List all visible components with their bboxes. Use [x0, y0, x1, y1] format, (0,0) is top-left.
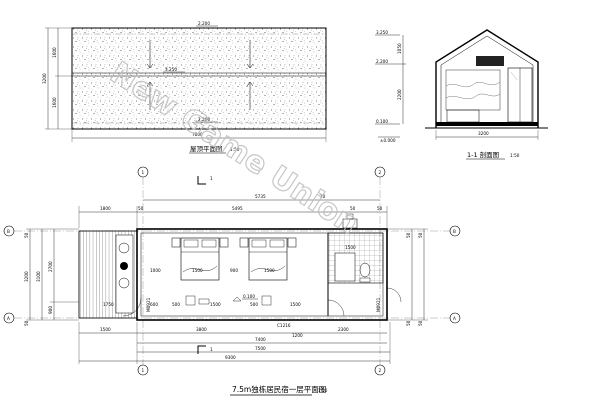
- roof-plan-scale: 1:50: [230, 147, 240, 152]
- inner-dim-0: 1000: [150, 268, 161, 273]
- grid-row-top-left: B: [7, 229, 10, 234]
- section-level-eave: 2.200: [376, 59, 388, 64]
- grid-row-bottom-right: A: [453, 316, 456, 321]
- section-scale: 1:50: [510, 153, 520, 158]
- dim-top-3: 5495: [232, 206, 243, 211]
- dim-bottom-3: 2300: [338, 327, 349, 332]
- floor-level-mark: 0.100: [243, 294, 255, 299]
- dim-right-2: 50: [406, 320, 411, 326]
- roof-outline: [71, 27, 327, 130]
- section-view: 3.250 2.200 0.100 ±0.000 1050 2200 3200 …: [375, 29, 548, 160]
- dim-bottom-1: 3800: [196, 327, 207, 332]
- roof-dim-left-upper: 1600: [52, 47, 57, 58]
- dim-right-3: 50: [418, 320, 423, 326]
- dim-right-0: 50: [406, 232, 411, 238]
- section-outline: [435, 29, 539, 128]
- grid-row-bottom-left: A: [7, 316, 10, 321]
- dim-top-4: 50: [350, 206, 356, 211]
- section-level-floor: 0.100: [376, 119, 388, 124]
- inner-dim-7: 1500: [290, 302, 301, 307]
- door-label-right: M0921: [376, 297, 381, 312]
- section-dim-width: 3200: [478, 131, 489, 136]
- dim-left-1: 50: [24, 232, 29, 238]
- inner-dim-2: 900: [230, 268, 238, 273]
- dim-top-5: 50: [377, 206, 383, 211]
- floor-plan-title: 7.5m独栋居民宿一层平面图: [232, 384, 326, 394]
- floor-plan: 1 2 1 2 B A B A 1 1: [3, 166, 461, 396]
- dim-left-0: 3200: [24, 271, 29, 282]
- roof-dim-total: 7800: [192, 132, 203, 137]
- dim-bottom-4: 7400: [255, 337, 266, 342]
- inner-dim-3: 1500: [264, 268, 275, 273]
- inner-dim-6: 500: [250, 302, 258, 307]
- section-dim-v1: 1050: [397, 43, 402, 54]
- dim-bottom-0: 1500: [100, 327, 111, 332]
- container-shell: [136, 228, 388, 321]
- roof-plan: 2.200 3.250 2.200 3200 1600 1600 7800 屋顶…: [42, 21, 327, 154]
- bed-1: [171, 237, 229, 281]
- roof-level-top: 2.200: [198, 21, 210, 26]
- inner-dim-1: 1500: [192, 268, 203, 273]
- dim-top-0: 5735: [255, 194, 266, 199]
- inner-dim-5: 1500: [210, 302, 221, 307]
- inner-dim-4: 500: [172, 302, 180, 307]
- bed-2: [239, 237, 297, 281]
- dim-bottom-5: 7500: [255, 346, 266, 351]
- section-level-ridge: 3.250: [376, 30, 388, 35]
- grid-bottom-right: 2: [379, 368, 382, 373]
- section-mark-bottom: 1: [210, 347, 213, 352]
- grid-top-left: 1: [142, 170, 145, 175]
- dim-left-4: 900: [48, 306, 53, 314]
- label-small-1: 600: [150, 302, 158, 307]
- label-small-2: 1500: [345, 245, 356, 250]
- dim-top-1: 1800: [100, 206, 111, 211]
- roof-plan-title: 屋顶平面图: [190, 145, 223, 153]
- window-label: C1216: [277, 323, 291, 328]
- dim-left-5: 50: [24, 320, 29, 326]
- floor-plan-scale: 1:50: [318, 388, 328, 393]
- section-title: 1-1 剖面图: [467, 150, 499, 159]
- roof-dim-left-total: 3200: [42, 73, 47, 84]
- grid-top-right: 2: [379, 170, 382, 175]
- dim-left-2: 3100: [36, 271, 41, 282]
- dim-left-3: 2700: [48, 261, 53, 272]
- section-mark-top: 1: [210, 176, 213, 181]
- roof-dim-left-lower: 1600: [52, 97, 57, 108]
- section-dim-v2: 2200: [397, 89, 402, 100]
- dim-bottom-2: 1200: [292, 333, 303, 338]
- grid-bottom-left: 1: [142, 368, 145, 373]
- grid-row-top-right: B: [453, 229, 456, 234]
- label-small-3: 1750: [103, 302, 114, 307]
- dim-right-1: 50: [418, 232, 423, 238]
- dim-bottom-6: 9300: [225, 355, 236, 360]
- dim-top-2: 50: [138, 206, 144, 211]
- section-level-ground: ±0.000: [380, 138, 396, 143]
- door-label-left: M0921: [146, 297, 151, 312]
- roof-level-mid: 3.250: [165, 67, 177, 72]
- dim-top-6: 10: [320, 194, 326, 199]
- roof-level-bottom: 2.200: [198, 117, 210, 122]
